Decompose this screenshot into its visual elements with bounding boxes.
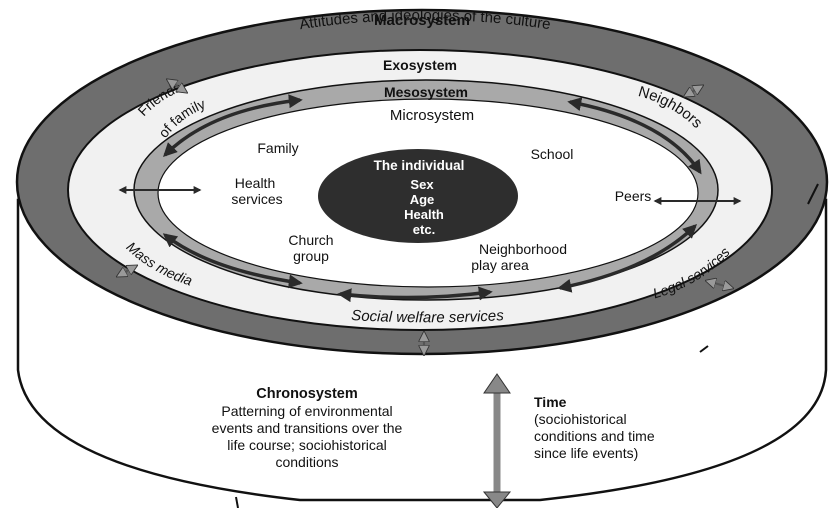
time-title: Time (534, 394, 567, 410)
micro-health-line1: Health (235, 175, 275, 191)
micro-peers: Peers (615, 188, 652, 204)
micro-health-line2: services (231, 191, 282, 207)
arrow-neighbors-link (685, 86, 702, 96)
mesosystem-title: Mesosystem (384, 84, 468, 100)
exosystem-title: Exosystem (383, 57, 457, 73)
time-line-1: (sociohistorical (534, 411, 627, 427)
chronosystem-block: Chronosystem Patterning of environmental… (148, 386, 466, 471)
individual-attr-etc: etc. (413, 222, 435, 237)
time-line-3: since life events) (534, 445, 639, 461)
arrow-friends-link (168, 80, 186, 92)
chronosystem-line-4: conditions (275, 454, 339, 470)
time-line-2: conditions and time (534, 428, 655, 444)
mesosystem-arrows (162, 94, 702, 303)
arrow-massmedia-link (118, 266, 136, 276)
individual-core (318, 149, 518, 243)
micro-church-line2: group (293, 248, 329, 264)
individual-attr-health: Health (404, 207, 444, 222)
arrow-bottom-middle (337, 286, 493, 303)
micro-neighborhood-line2: play area (471, 257, 529, 273)
chronosystem-title: Chronosystem (256, 386, 358, 402)
individual-title: The individual (374, 158, 465, 173)
micro-family: Family (257, 140, 298, 156)
arrow-bottom-right (557, 224, 698, 293)
individual-attr-sex: Sex (410, 177, 434, 192)
link-arrows (118, 80, 732, 354)
micro-school: School (531, 146, 574, 162)
exo-social-welfare: Social welfare services (351, 307, 505, 326)
connector-arrows (118, 186, 742, 205)
macrosystem-title: Macrosystem (374, 12, 470, 29)
arrow-top-right (567, 97, 702, 175)
microsystem-title: Microsystem (390, 107, 474, 124)
micro-church-line1: Church (288, 232, 333, 248)
chronosystem-line-2: events and transitions over the (211, 420, 403, 436)
chronosystem-line-1: Patterning of environmental (221, 403, 393, 419)
micro-neighborhood-line1: Neighborhood (479, 241, 567, 257)
decorative-marks (235, 183, 819, 509)
time-arrow (482, 373, 512, 509)
arrow-legal-link (707, 281, 732, 288)
arrow-top-left (163, 94, 303, 157)
individual-attr-age: Age (410, 192, 435, 207)
time-block: Time (sociohistorical conditions and tim… (534, 394, 774, 462)
arrow-bottom-left (162, 233, 303, 289)
chronosystem-line-3: life course; sociohistorical (227, 437, 387, 453)
